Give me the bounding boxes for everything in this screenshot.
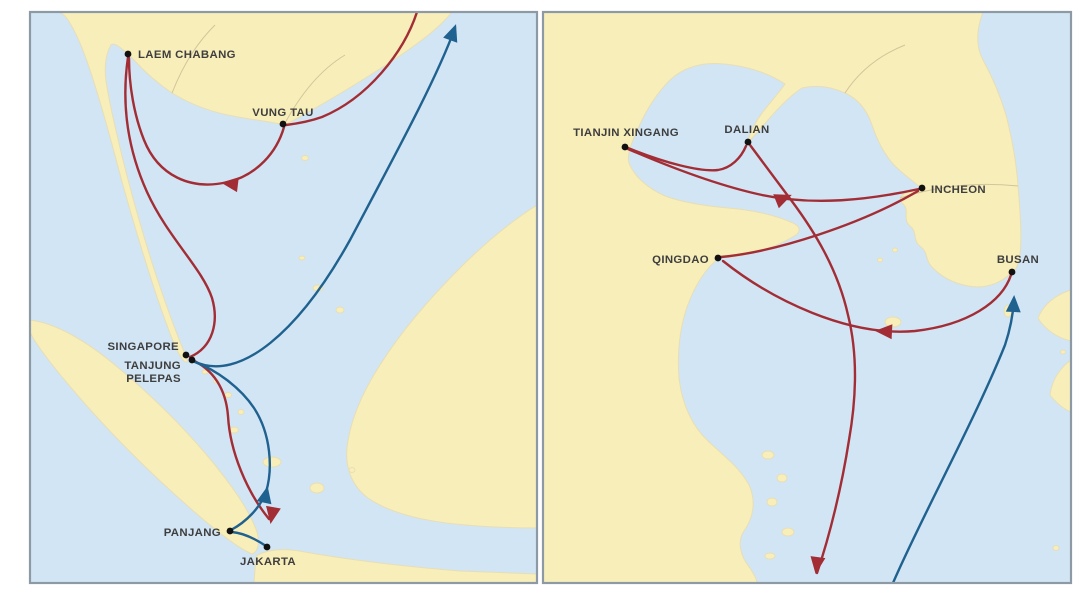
port-tianjin-xingang: TIANJIN XINGANG [573, 127, 679, 151]
island [348, 467, 356, 473]
port-vung-tau: VUNG TAU [252, 107, 313, 128]
port-singapore: SINGAPORE [107, 341, 190, 359]
route-line-blue-south-entry-busan [891, 298, 1016, 583]
port-panjang: PANJANG [164, 527, 234, 539]
port-label-singapore: SINGAPORE [107, 341, 179, 353]
route-line-red-north-entry-to-vungtau [284, 12, 419, 127]
island [766, 497, 778, 507]
route-line-red-busan-qingdao [721, 259, 1013, 333]
port-label-incheon: INCHEON [931, 184, 986, 196]
route-line-blue-jakarta-panjang [230, 530, 268, 548]
right-map-panel-border [541, 10, 1073, 585]
island [335, 306, 345, 314]
route-line-red-qingdao-incheon [719, 189, 920, 259]
route-arrowhead-blue [1005, 295, 1021, 313]
island [892, 247, 898, 253]
route-line-red-laemchabang-singapore [124, 55, 216, 359]
island [262, 456, 282, 468]
port-label-tianjin-xingang: TIANJIN XINGANG [573, 127, 679, 139]
land-borneo [346, 204, 537, 529]
route-line-red-vungtau-laemchabang [127, 56, 286, 186]
island [776, 473, 788, 483]
port-qingdao: QINGDAO [652, 254, 722, 266]
island [1060, 349, 1066, 355]
island [201, 369, 209, 375]
route-arrowhead-red [266, 505, 281, 524]
port-label-laem-chabang: LAEM CHABANG [138, 49, 236, 61]
country-border [283, 54, 346, 126]
port-label-busan: BUSAN [997, 254, 1039, 266]
country-border [844, 44, 906, 94]
route-line-red-dalian-south-exit [748, 143, 857, 575]
port-dot-tianjin-xingang [621, 143, 629, 151]
island [1052, 545, 1060, 551]
port-label-tanjung-pelepas: PELEPAS [126, 373, 181, 385]
port-jakarta: JAKARTA [240, 543, 296, 568]
port-dot-singapore [182, 351, 190, 359]
port-busan: BUSAN [997, 254, 1039, 276]
country-border [171, 24, 216, 94]
port-dot-busan [1008, 268, 1016, 276]
land-java [253, 549, 537, 583]
island [309, 482, 325, 494]
route-arrowhead-blue [443, 24, 458, 43]
port-dot-qingdao [714, 254, 722, 262]
land-sumatra [30, 319, 259, 555]
port-dot-incheon [918, 184, 926, 192]
route-arrowhead-blue [256, 486, 272, 505]
port-dot-vung-tau [279, 120, 287, 128]
island [237, 409, 245, 415]
island [877, 257, 883, 263]
route-arrowhead-red [773, 194, 792, 209]
port-label-vung-tau: VUNG TAU [252, 107, 313, 119]
route-line-red-singapore-jakarta [188, 357, 271, 521]
port-markers-and-labels: LAEM CHABANG VUNG TAU SINGAPORE TANJUNGPELE… [107, 49, 1039, 568]
port-dalian: DALIAN [724, 124, 769, 146]
route-line-red-incheon-tianjin [626, 147, 921, 203]
island [301, 155, 309, 161]
port-label-jakarta: JAKARTA [240, 556, 296, 568]
left-map-routes [124, 12, 458, 548]
left-map-panel-border [28, 10, 539, 585]
island [298, 255, 306, 261]
port-incheon: INCHEON [918, 184, 986, 196]
port-dot-tanjung-pelepas [188, 356, 196, 364]
route-arrowhead-red [875, 324, 893, 340]
island [764, 552, 776, 560]
port-dot-laem-chabang [124, 50, 132, 58]
land-japan-west [1037, 289, 1071, 342]
port-laem-chabang: LAEM CHABANG [124, 49, 236, 61]
right-map-land-shapes [543, 12, 1071, 583]
port-label-qingdao: QINGDAO [652, 254, 709, 266]
left-map-land-shapes [30, 12, 537, 583]
route-line-blue-singapore-north-exit [191, 26, 457, 368]
land-china-korea-mainland [543, 12, 1022, 583]
island [761, 450, 775, 460]
port-dot-panjang [226, 527, 234, 535]
route-arrowhead-red [810, 556, 826, 574]
port-dot-jakarta [263, 543, 271, 551]
route-line-blue-panjang-singapore [193, 360, 271, 532]
island-jeju [884, 316, 902, 328]
route-line-red-tianjin-dalian [626, 144, 748, 172]
port-label-tanjung-pelepas: TANJUNG [124, 360, 181, 372]
port-label-dalian: DALIAN [724, 124, 769, 136]
land-japan-kyushu [1049, 359, 1071, 413]
island [781, 527, 795, 537]
port-dot-dalian [744, 138, 752, 146]
port-label-panjang: PANJANG [164, 527, 221, 539]
route-arrowhead-red [221, 177, 239, 193]
right-map-routes [626, 143, 1021, 583]
